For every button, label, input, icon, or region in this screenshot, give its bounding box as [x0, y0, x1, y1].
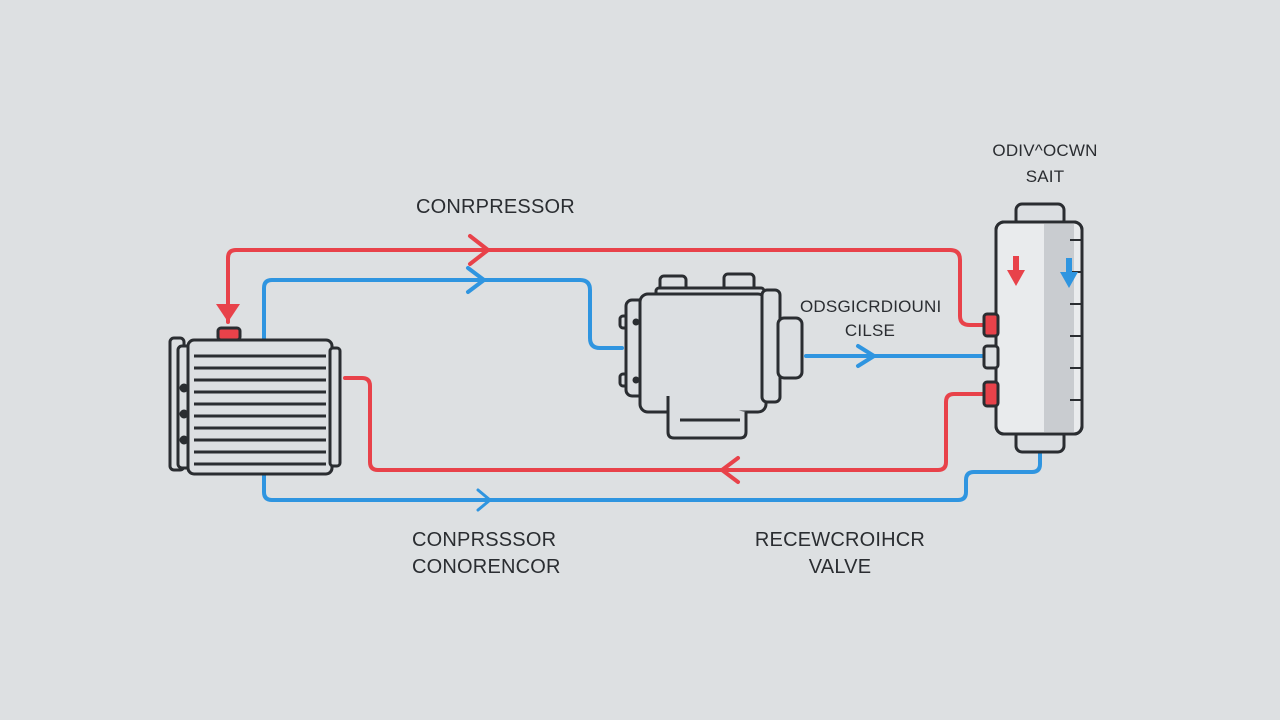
receiver-top-label-line2: SAIT [1025, 167, 1065, 186]
arrow-icon [1007, 256, 1025, 286]
hot-line-bottom [343, 376, 990, 472]
bottom-right-label-line2: VALVE [808, 556, 872, 578]
cold-line-bottom [262, 450, 1042, 502]
cold-line-upper [262, 278, 624, 350]
condenser-icon [168, 326, 342, 476]
flow-arrows [216, 234, 876, 512]
middle-label-line1: ODSGICRDIOUNI [800, 297, 942, 316]
receiver-top-label-line1: ODIV^OCWN [992, 141, 1098, 160]
middle-label-line2: CILSE [844, 321, 896, 340]
hot-line-top [226, 248, 990, 327]
top-compressor-label: CONRPRESSOR [416, 196, 575, 218]
bottom-left-label-line1: CONPRSSSOR [412, 529, 557, 551]
compressor-icon [618, 272, 804, 440]
cold-refrigerant-lines [262, 278, 1042, 502]
hot-refrigerant-lines [226, 248, 990, 472]
arrow-icon [216, 304, 240, 322]
arrow-icon [466, 266, 486, 294]
bottom-left-label-line2: CONORENCOR [412, 556, 561, 578]
arrow-icon [856, 344, 876, 368]
arrow-icon [468, 234, 490, 266]
arrow-icon [476, 488, 492, 512]
receiver-drier-icon [982, 202, 1084, 454]
bottom-right-label-line1: RECEWCROIHCR [754, 529, 926, 551]
arrow-icon [720, 456, 740, 484]
arrow-icon [1060, 258, 1078, 288]
